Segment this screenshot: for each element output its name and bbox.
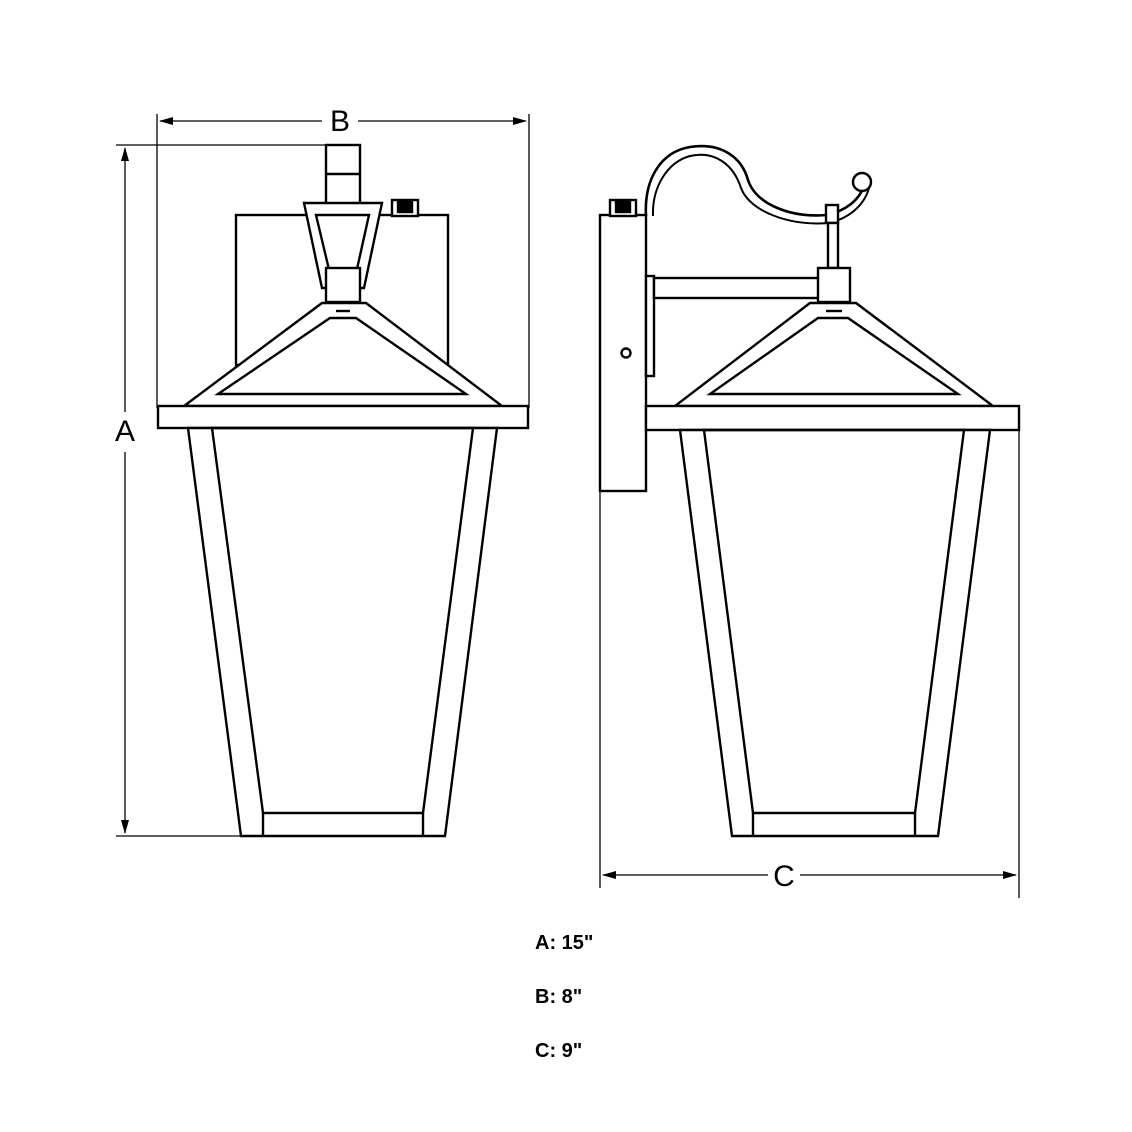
front-body-frame xyxy=(186,426,499,838)
side-horizontal-arm xyxy=(652,276,822,300)
spec-c: C: 9" xyxy=(535,1040,583,1062)
side-scroll-finial xyxy=(851,171,873,193)
side-view-lantern xyxy=(598,144,1021,838)
front-roof xyxy=(180,301,506,408)
front-flange xyxy=(156,404,530,430)
dim-label-c: C xyxy=(773,860,795,893)
side-roof xyxy=(671,301,997,408)
side-wallplate xyxy=(598,213,648,493)
front-bracket xyxy=(302,201,384,290)
front-view-lantern xyxy=(156,143,530,838)
dim-label-a: A xyxy=(115,415,135,448)
spec-b: B: 8" xyxy=(535,986,583,1008)
dimension-lines xyxy=(116,114,1020,898)
spec-a: A: 15" xyxy=(535,932,594,954)
side-flange xyxy=(644,404,1021,432)
dimension-spec-list: A: 15" B: 8" C: 9" xyxy=(535,928,593,1090)
side-body-frame xyxy=(678,428,992,838)
side-junction-box xyxy=(608,198,638,218)
dim-label-b: B xyxy=(330,105,350,138)
side-hanger-cap xyxy=(816,266,852,304)
side-screw xyxy=(620,347,632,359)
front-junction-box xyxy=(390,198,420,218)
